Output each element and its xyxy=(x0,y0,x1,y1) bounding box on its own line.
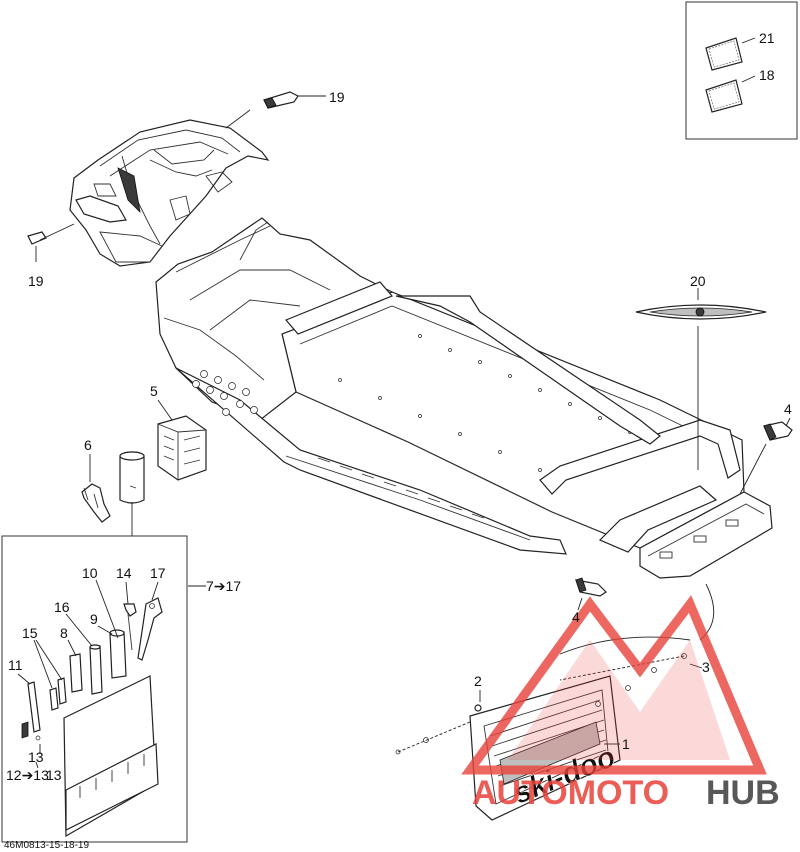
watermark-logo xyxy=(461,595,767,775)
cap-19-upper-part xyxy=(263,91,299,109)
flap-hardware xyxy=(395,653,687,755)
callout-14: 14 xyxy=(116,565,132,581)
cap-19-lower-part xyxy=(27,231,47,245)
footrest-slots xyxy=(317,457,485,519)
callout-13-upper: 13 xyxy=(28,749,44,765)
cap-4-lower-part xyxy=(575,577,607,597)
diagram-reference-code: 46M0813-15-18-19 xyxy=(4,840,89,851)
callout-18: 18 xyxy=(759,67,775,83)
callout-19-upper: 19 xyxy=(329,89,345,105)
callout-9: 9 xyxy=(90,611,98,627)
callout-4-lower: 4 xyxy=(572,609,580,625)
callout-21: 21 xyxy=(759,30,775,46)
callout-3: 3 xyxy=(702,659,710,675)
watermark-text-part1: AUTOMOTO xyxy=(472,774,669,812)
callout-13-lower: 13 xyxy=(46,767,62,783)
callout-6: 6 xyxy=(84,437,92,453)
running-board-holes xyxy=(192,370,258,416)
tool-kit-inset-box xyxy=(1,535,188,843)
decal-21-part xyxy=(705,37,743,71)
tunnel-rivets xyxy=(338,334,632,472)
callout-8: 8 xyxy=(60,625,68,641)
part-5-box xyxy=(157,415,207,481)
front-cowl-part xyxy=(69,119,270,267)
callout-10: 10 xyxy=(82,565,98,581)
watermark-text: AUTOMOTO HUB xyxy=(472,774,780,812)
cap-4-right-part xyxy=(763,421,793,441)
callout-4-right: 4 xyxy=(784,401,792,417)
tool-tube-part xyxy=(119,451,145,504)
decal-20-part xyxy=(635,304,767,320)
callout-5: 5 xyxy=(150,383,158,399)
callout-15: 15 xyxy=(22,625,38,641)
callout-19-lower: 19 xyxy=(28,273,44,289)
callout-7-to-17: 7➔17 xyxy=(206,578,241,594)
part-6-strap xyxy=(81,483,111,523)
callout-12-to-13: 12➔13 xyxy=(6,767,49,783)
watermark-text-part2: HUB xyxy=(706,774,780,812)
callout-17: 17 xyxy=(150,565,166,581)
callout-16: 16 xyxy=(54,599,70,615)
callout-2: 2 xyxy=(474,673,482,689)
callout-11: 11 xyxy=(8,657,23,673)
callout-1: 1 xyxy=(622,736,630,752)
callout-20: 20 xyxy=(690,273,706,289)
decal-inset-box xyxy=(685,1,798,140)
decal-18-part xyxy=(705,79,743,113)
chassis-tunnel-part xyxy=(155,217,773,579)
